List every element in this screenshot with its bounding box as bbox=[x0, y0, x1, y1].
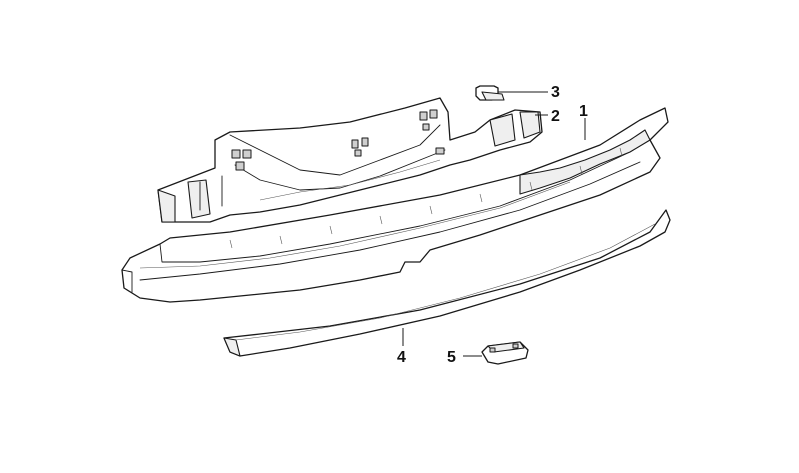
callout-2: 2 bbox=[551, 108, 560, 125]
part-3-clip bbox=[475, 85, 505, 101]
part-1-bumper-shell bbox=[121, 107, 669, 303]
part-5-cover bbox=[481, 341, 529, 365]
callout-4: 4 bbox=[397, 349, 406, 366]
callout-1: 1 bbox=[579, 103, 588, 120]
callout-5: 5 bbox=[447, 349, 456, 366]
part-4-trim-strip bbox=[223, 209, 671, 357]
part-2-bumper-support bbox=[157, 97, 543, 223]
callout-labels: 1 2 3 4 5 bbox=[397, 84, 588, 366]
callout-3: 3 bbox=[551, 84, 560, 101]
leader-lines bbox=[402, 91, 586, 357]
